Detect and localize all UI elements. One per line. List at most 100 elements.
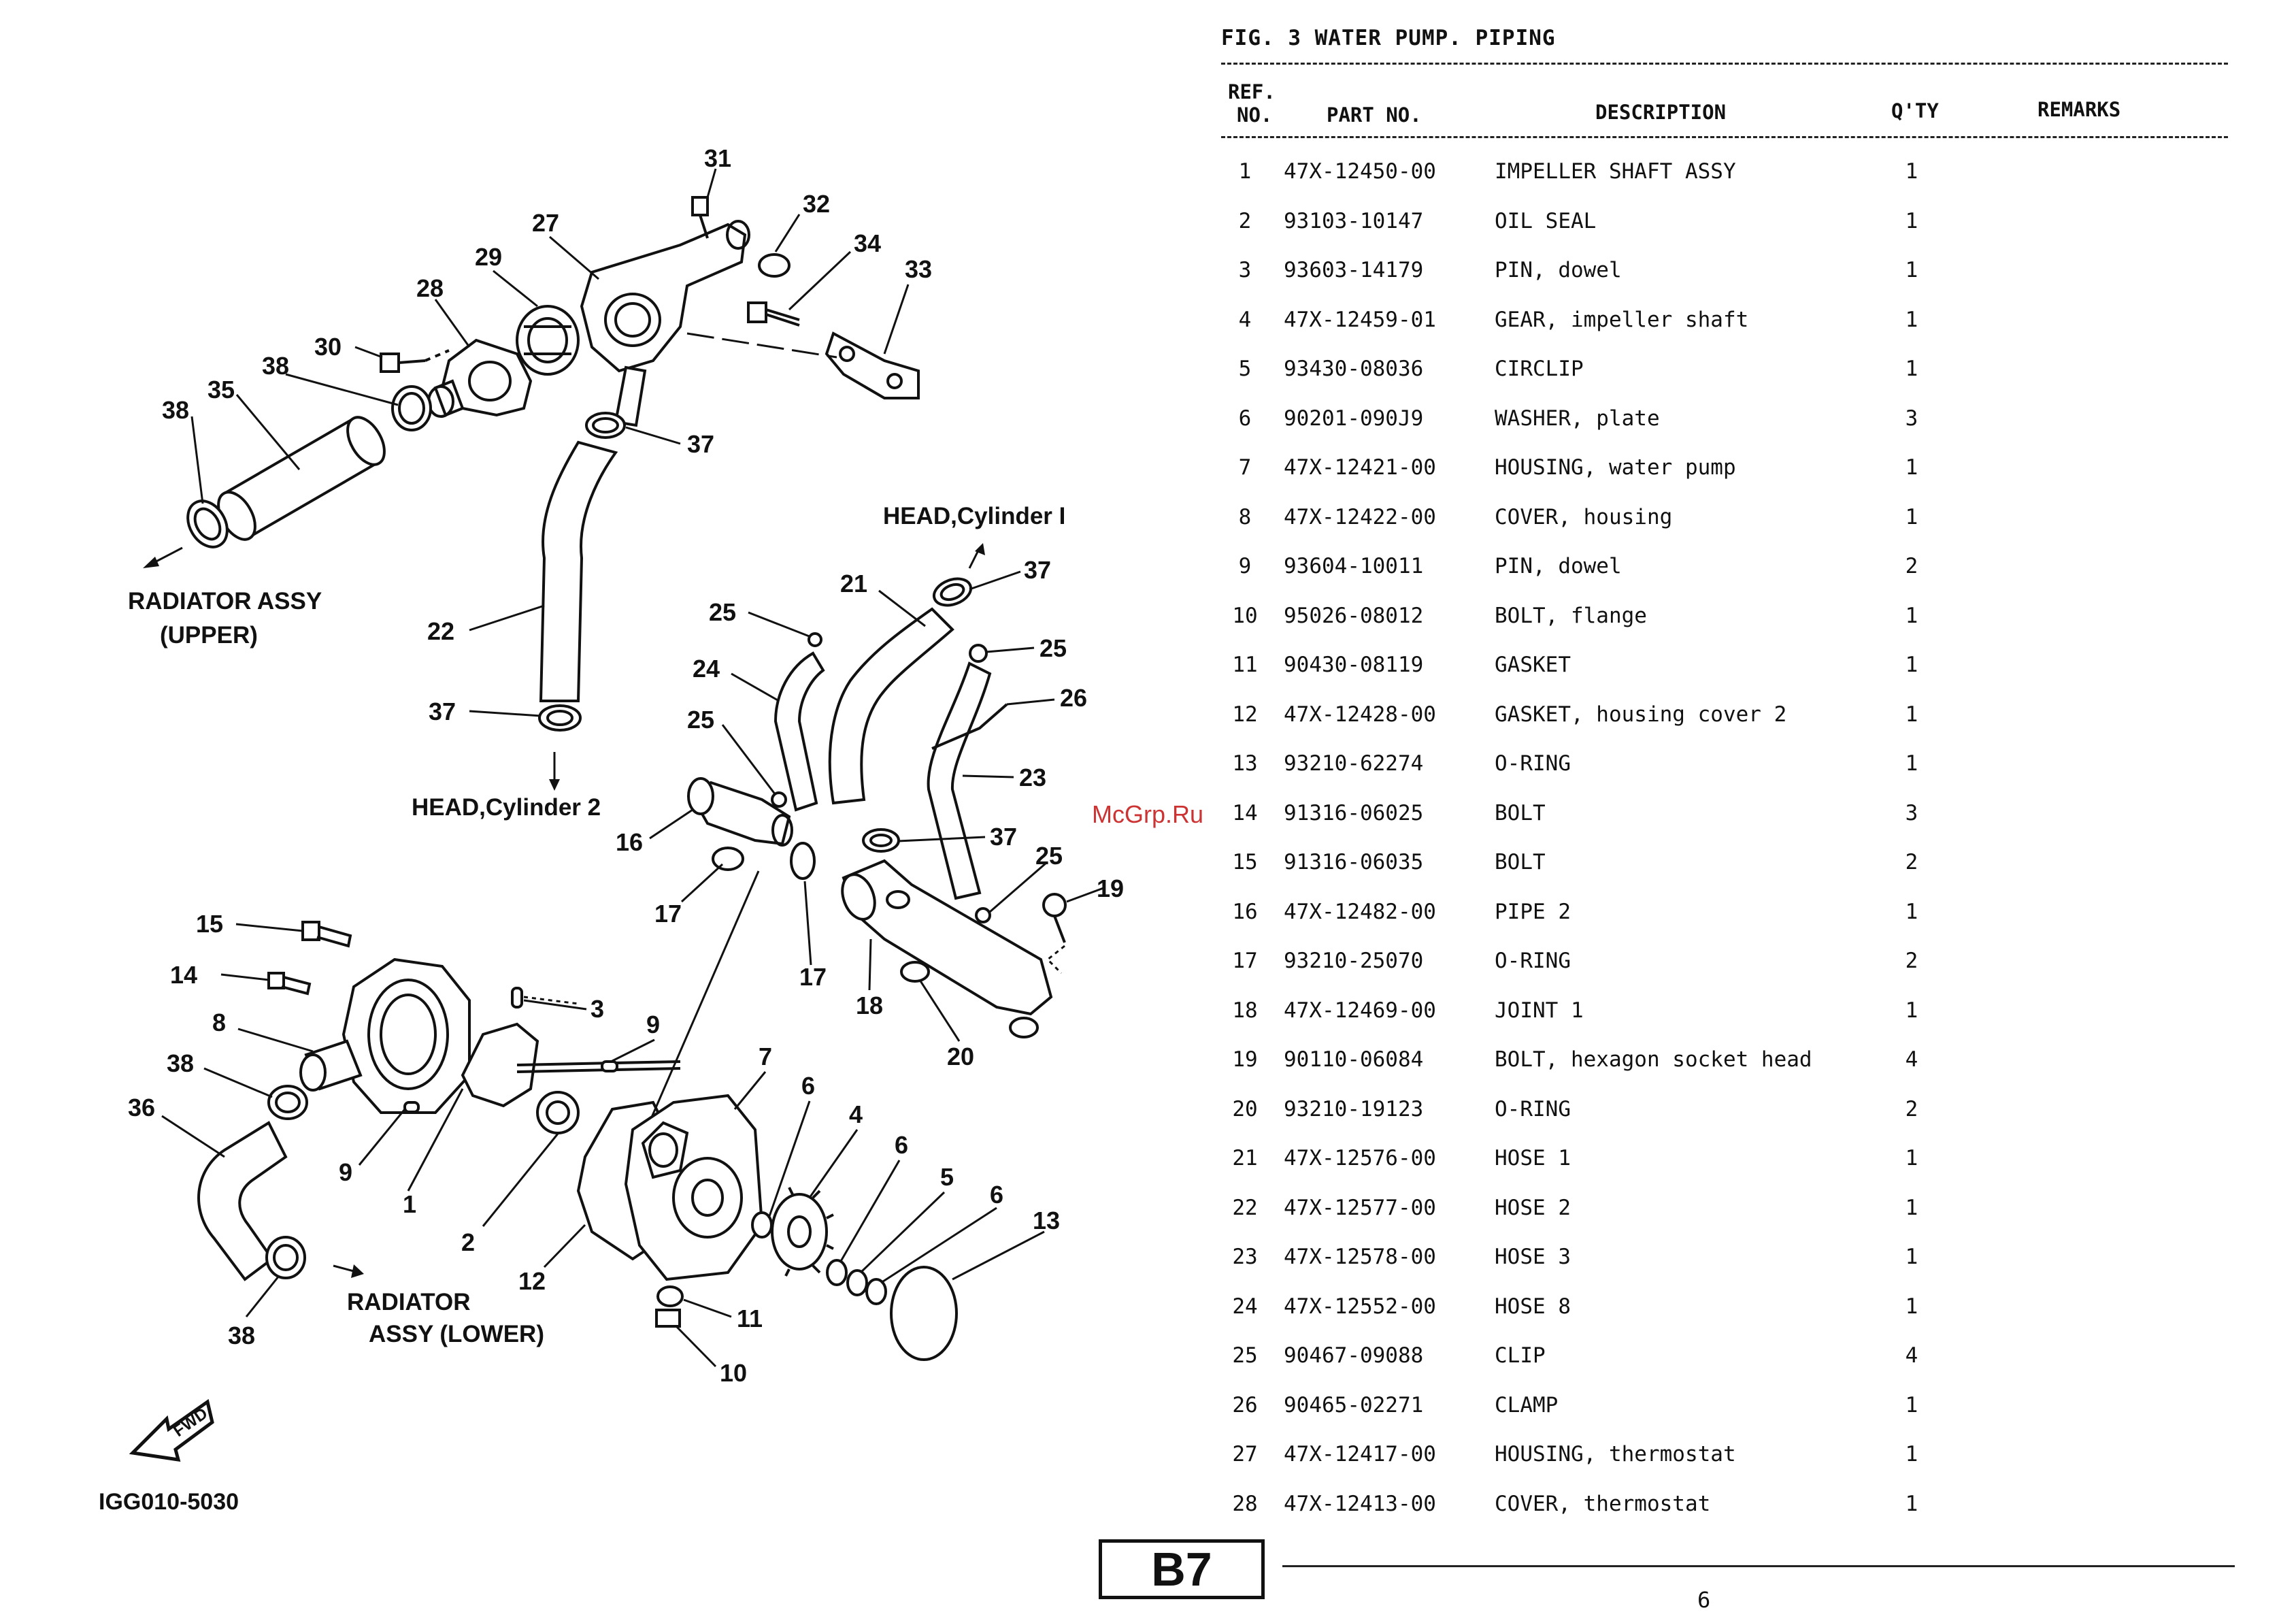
bottom-rule	[1282, 1565, 2235, 1567]
header-qty: Q'TY	[1891, 99, 1939, 122]
description: HOSE 3	[1495, 1245, 1571, 1269]
callout: 37	[1024, 556, 1051, 584]
callout: 38	[167, 1049, 194, 1077]
part-no: 47X-12469-00	[1284, 998, 1436, 1023]
part-no: 90430-08119	[1284, 653, 1424, 677]
part-no: 93103-10147	[1284, 208, 1424, 233]
part-no: 47X-12577-00	[1284, 1195, 1436, 1220]
bolt-31	[691, 196, 709, 239]
o-ring-20-a	[900, 961, 930, 983]
callout: 38	[262, 352, 289, 380]
washer-6-c	[865, 1278, 887, 1305]
callout: 25	[687, 706, 714, 734]
callout: 9	[339, 1158, 352, 1186]
qty: 1	[1905, 1195, 1918, 1220]
callout: 6	[801, 1072, 815, 1100]
qty: 1	[1905, 603, 1918, 628]
description: IMPELLER SHAFT ASSY	[1495, 159, 1736, 184]
part-no: 47X-12576-00	[1284, 1146, 1436, 1170]
description: OIL SEAL	[1495, 208, 1597, 233]
part-no: 47X-12417-00	[1284, 1442, 1436, 1466]
qty: 1	[1905, 159, 1918, 184]
description: CIRCLIP	[1495, 357, 1584, 381]
clamp-37-bottom	[538, 704, 582, 732]
callout: 6	[990, 1181, 1003, 1209]
callout: 17	[654, 900, 682, 928]
description: GEAR, impeller shaft	[1495, 307, 1749, 332]
clamp-37-top	[585, 412, 626, 439]
qty: 1	[1905, 208, 1918, 233]
description: O-RING	[1495, 751, 1571, 776]
qty: 1	[1905, 455, 1918, 480]
oil-seal-2	[536, 1091, 580, 1134]
clip-25-b	[969, 644, 988, 663]
qty: 1	[1905, 1146, 1918, 1170]
qty: 4	[1905, 1047, 1918, 1072]
part-no: 93603-14179	[1284, 258, 1424, 282]
part-no: 47X-12421-00	[1284, 455, 1436, 480]
clamp-38-lower	[265, 1236, 306, 1279]
callout: 2	[461, 1228, 475, 1256]
clamp-37-cyl1	[932, 577, 973, 607]
callout: 37	[687, 430, 714, 458]
qty: 2	[1905, 554, 1918, 578]
part-no: 47X-12422-00	[1284, 504, 1436, 529]
part-no: 90110-06084	[1284, 1047, 1424, 1072]
ref-no: 13	[1232, 751, 1258, 776]
clamp-26	[931, 703, 1008, 750]
hose-22	[539, 440, 618, 702]
bolt-34	[747, 301, 800, 327]
part-no: 93210-25070	[1284, 949, 1424, 973]
qty: 1	[1905, 1392, 1918, 1417]
washer-6-b	[826, 1259, 848, 1286]
description: JOINT 1	[1495, 998, 1584, 1023]
hose-36	[197, 1121, 288, 1281]
description: GASKET, housing cover 2	[1495, 702, 1787, 727]
figure-title: FIG. 3 WATER PUMP. PIPING	[1221, 26, 1556, 50]
assembly-line-30-28	[425, 349, 450, 362]
callout: 17	[799, 963, 827, 991]
part-no: 93430-08036	[1284, 357, 1424, 381]
part-no: 90467-09088	[1284, 1343, 1424, 1368]
gear-4	[771, 1187, 834, 1277]
ref-no: 17	[1232, 949, 1258, 973]
ref-no: 26	[1232, 1392, 1258, 1417]
callout: 20	[947, 1043, 974, 1070]
part-no: 47X-12552-00	[1284, 1294, 1436, 1319]
callout: 25	[1035, 842, 1063, 870]
qty: 2	[1905, 850, 1918, 874]
callout: 28	[416, 274, 444, 302]
part-no: 47X-12450-00	[1284, 159, 1436, 184]
qty: 1	[1905, 1245, 1918, 1269]
ref-no: 25	[1232, 1343, 1258, 1368]
bolt-14	[267, 972, 312, 996]
bolt-15	[301, 921, 352, 948]
page-number: 6	[1697, 1587, 1711, 1613]
clamp-38-upper	[391, 385, 432, 431]
ref-no: 7	[1238, 455, 1252, 480]
ref-no: 6	[1238, 406, 1252, 431]
ref-no: 28	[1232, 1491, 1258, 1516]
callout-numbers: 31 32 27 34 33 29 28 30 38 35 38 37 22 3…	[128, 144, 1124, 1387]
clip-25-a	[808, 632, 822, 647]
ref-no: 2	[1238, 208, 1252, 233]
destination-labels: RADIATOR ASSY (UPPER) HEAD,Cylinder I HE…	[128, 503, 1065, 1347]
part-no: 93210-19123	[1284, 1096, 1424, 1121]
part-no: 91316-06025	[1284, 800, 1424, 825]
callout: 27	[532, 209, 559, 237]
thermostat-29	[516, 305, 580, 376]
